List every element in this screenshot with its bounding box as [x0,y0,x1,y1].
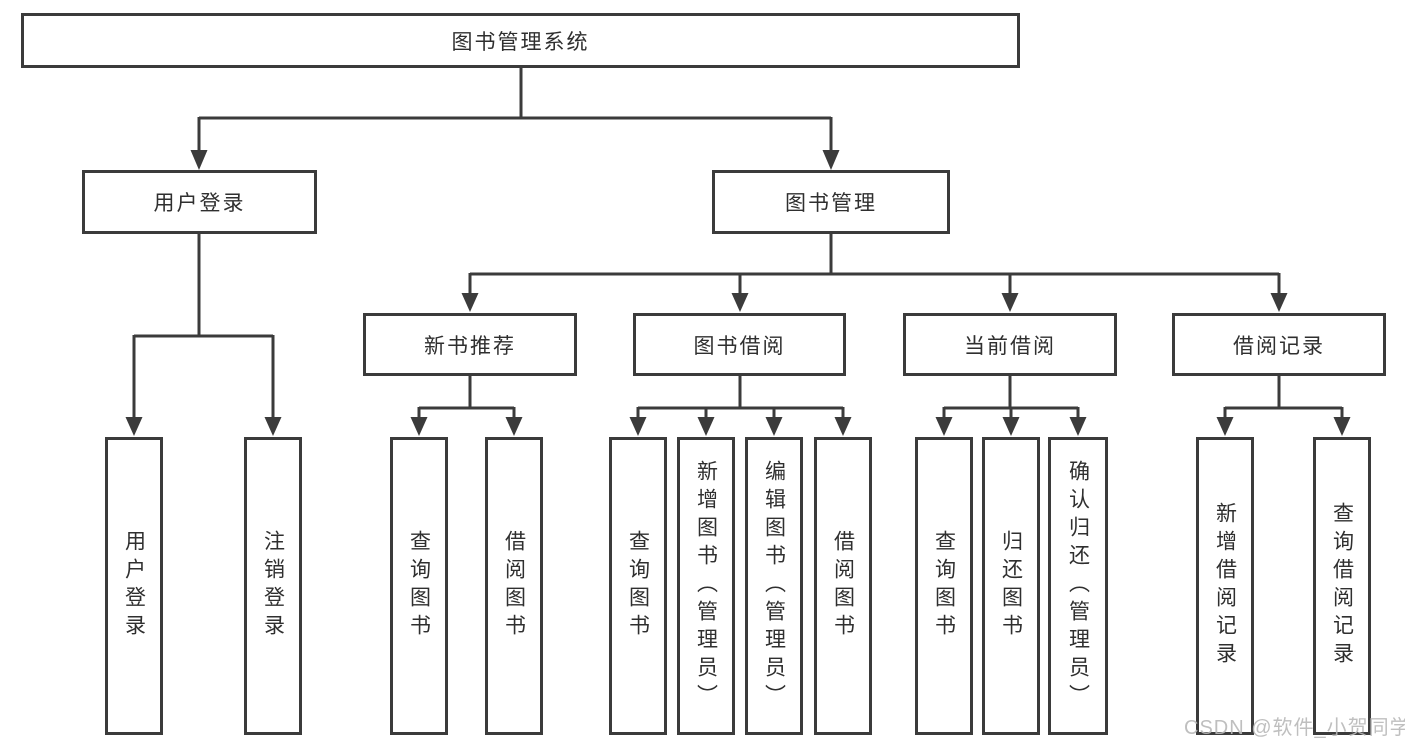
leaf-borrow-books: 借阅图书 [814,437,872,735]
leaf-return-books: 归还图书 [982,437,1040,735]
connector-new-book-recommendation-children [410,376,523,436]
leaf-edit-books-admin: 编辑图书（管理员） [745,437,803,735]
leaf-borrow-books-recommend: 借阅图书 [485,437,543,735]
connector-user-login-children [125,234,282,436]
leaf-query-books-borrow: 查询图书 [609,437,667,735]
node-library-system: 图书管理系统 [21,13,1020,68]
node-current-borrowing: 当前借阅 [903,313,1117,376]
leaf-query-books-recommend: 查询图书 [390,437,448,735]
connector-book-borrowing-children [629,376,852,436]
connector-borrowing-records-children [1216,376,1351,436]
connector-root-to-level2 [190,68,840,170]
connector-current-borrowing-children [935,376,1087,436]
node-borrowing-records: 借阅记录 [1172,313,1386,376]
node-user-login: 用户登录 [82,170,317,234]
node-book-management: 图书管理 [712,170,950,234]
node-book-borrowing: 图书借阅 [633,313,846,376]
leaf-add-borrow-record: 新增借阅记录 [1196,437,1254,735]
leaf-add-books-admin: 新增图书（管理员） [677,437,735,735]
leaf-logout: 注销登录 [244,437,302,735]
leaf-confirm-return-admin: 确认归还（管理员） [1048,437,1108,735]
node-new-book-recommendation: 新书推荐 [363,313,577,376]
watermark: CSDN @软件_小贺同学 [1184,717,1405,739]
leaf-query-borrow-record: 查询借阅记录 [1313,437,1371,735]
leaf-user-login: 用户登录 [105,437,163,735]
leaf-query-books-current: 查询图书 [915,437,973,735]
connector-book-management-children [461,234,1288,312]
